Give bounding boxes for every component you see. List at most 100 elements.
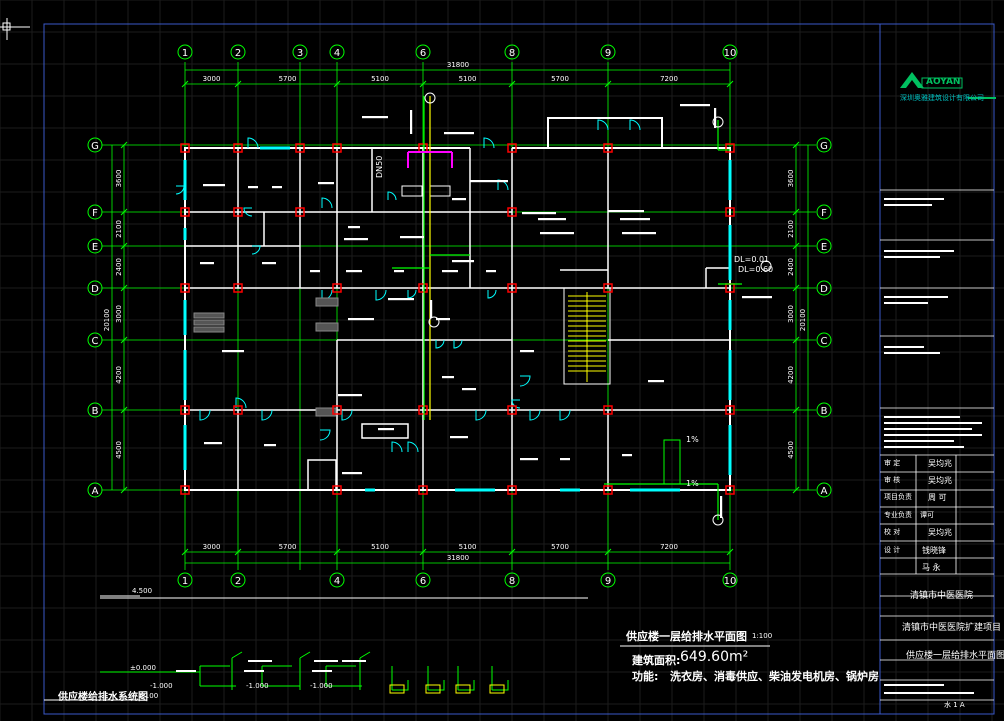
room-label [346,270,362,273]
pipe-label [714,108,717,128]
total-left-label: 20100 [103,309,111,331]
drawing-title: 供应楼一层给排水平面图 [906,651,1004,661]
top-dim-label: 7200 [660,75,678,83]
room-label [648,380,664,383]
system-label [342,660,366,662]
bottom-dim-tick [419,548,427,556]
bottom-dim-tick [333,548,341,556]
area-value: 649.60m² [680,649,749,665]
bottom-dim-label: 3000 [203,543,221,551]
dl2-label: DL=0.60 [738,265,773,274]
column [180,207,190,217]
axis-label-left: A [92,486,99,497]
axis-bubble [230,572,246,588]
drawing-frame [43,23,995,715]
axis-bubble [722,572,738,588]
slope-label: 1% [686,435,699,444]
top-dim-tick [333,80,341,88]
bottom-dim-label: 5700 [279,543,297,551]
axis-label-left: G [91,141,99,152]
bottom-dim-tick [181,548,189,556]
tb-note [884,446,964,448]
tb-note [884,440,954,442]
top-dim-label: 5700 [551,75,569,83]
door-swing [243,207,253,217]
door-swing [175,185,185,195]
axis-bubble [87,280,103,296]
role-1: 审 定 [884,459,901,467]
bottom-dim-label: 5100 [459,543,477,551]
column [507,143,517,153]
room-label [318,182,334,185]
axis-label-bottom: 6 [420,576,426,587]
bottom-dim-label: 5700 [551,543,569,551]
room-label [342,472,362,475]
column [233,207,243,217]
system-label [176,670,196,672]
tb-note [884,428,972,430]
system-scale: 1:100 [138,692,159,700]
crosshair-cursor [0,18,30,40]
door-swing [559,409,571,421]
axis-bubble [177,572,193,588]
tb-note [884,352,940,354]
column [603,283,613,293]
tb-note [884,256,940,258]
room-label [248,186,258,189]
pipe-label [410,110,413,134]
column [233,283,243,293]
room-label [452,198,466,201]
axis-bubble [816,204,832,220]
column [418,485,428,495]
pipe-annotations: DN50 DL=0.01 DL=0.60 1% 1% [375,156,773,488]
axis-bubble [415,572,431,588]
system-label [312,670,332,672]
door-swing [519,375,531,387]
right-dim-tick [792,486,800,494]
name-2: 吴均兆 [928,476,952,485]
axis-bubble [504,44,520,60]
left-dim-tick [120,336,128,344]
room-label [362,116,388,119]
door-swing [235,397,247,409]
bottom-dim-tick [234,548,242,556]
total-top-label: 31800 [447,61,469,69]
role-5: 校 对 [884,528,901,536]
door-swing [387,191,397,201]
door-swings [175,119,641,453]
role-2: 审 核 [884,476,901,484]
left-dim-label: 4200 [115,366,123,384]
door-swing [453,339,463,349]
axis-bubble [600,572,616,588]
door-swing [199,409,211,421]
room-label [486,270,496,273]
left-dim-tick [120,284,128,292]
system-label [314,660,338,662]
room-label [378,428,394,431]
axis-bubble [87,238,103,254]
room-label [622,232,656,235]
door-swing [251,245,261,255]
door-swing [483,137,495,149]
column [725,405,735,415]
door-swing [475,409,487,421]
door-swing [261,409,273,421]
axis-label-top: 3 [297,48,303,59]
room-label [203,184,225,187]
column [180,143,190,153]
room-label [680,104,710,107]
door-swing [529,409,541,421]
right-dim-tick [792,141,800,149]
room-label [470,180,508,183]
room-label [400,236,424,239]
axis-label-top: 1 [182,48,188,59]
axis-label-right: F [821,208,827,219]
company-logo [900,72,996,99]
column [507,405,517,415]
top-dim-tick [234,80,242,88]
column [507,283,517,293]
top-dim-tick [508,80,516,88]
bottom-dim-label: 7200 [660,543,678,551]
